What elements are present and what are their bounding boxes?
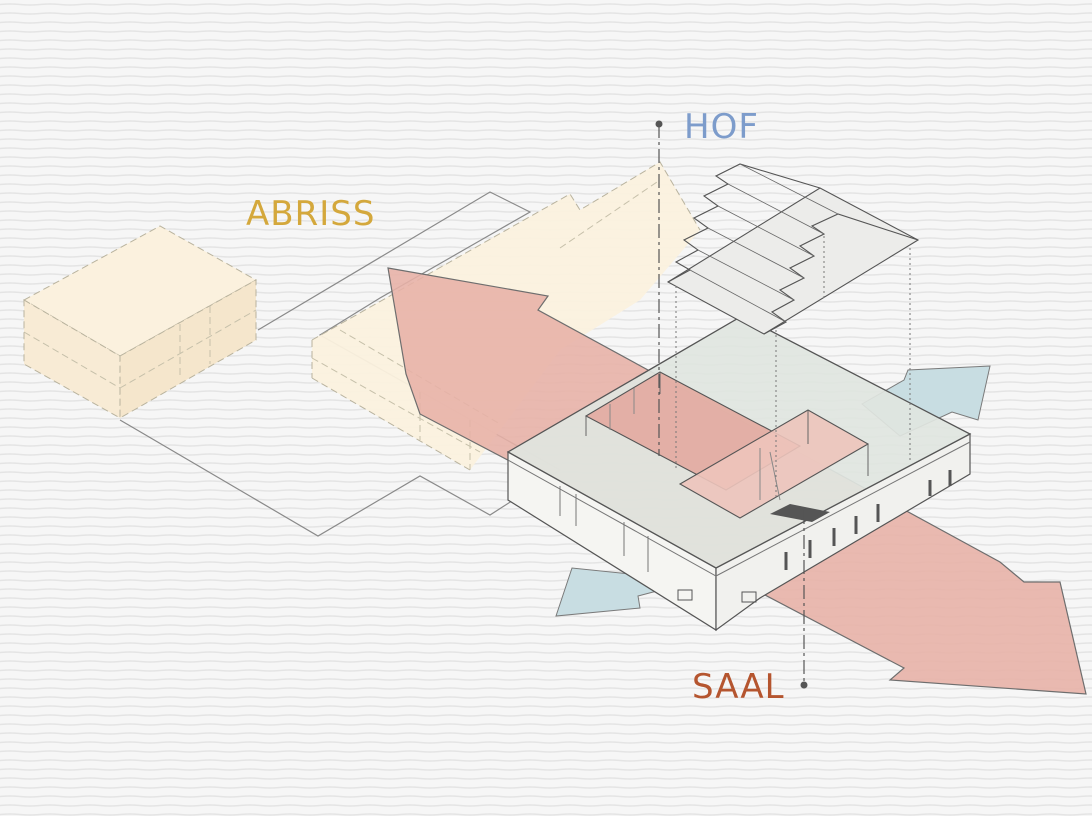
saal-leader-dot [801,682,808,689]
hof-leader-dot [656,121,663,128]
label-abriss: ABRISS [246,197,375,231]
label-hof: HOF [684,110,759,144]
label-saal: SAAL [692,670,785,704]
